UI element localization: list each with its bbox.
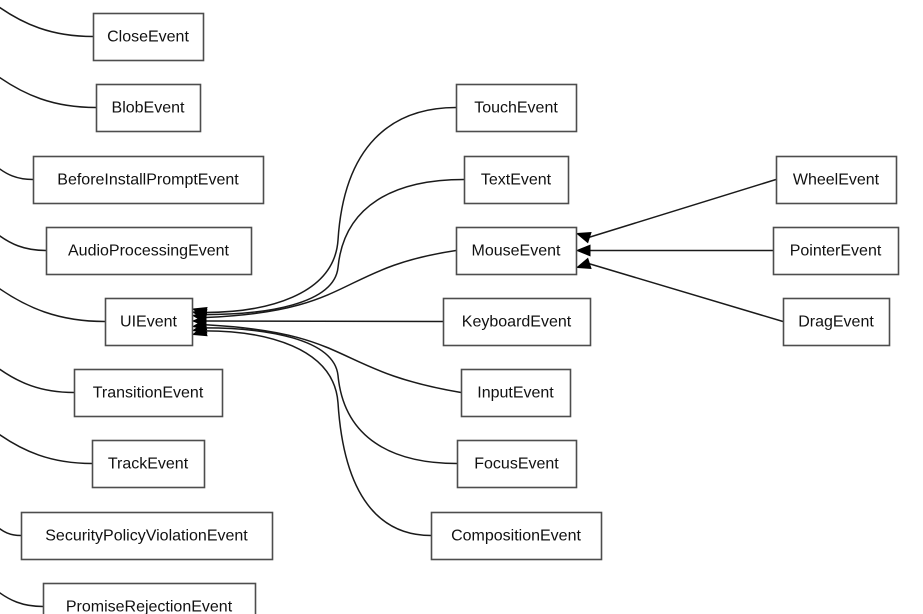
- edge-compositionevent-to-uievent: [204, 330, 432, 537]
- node-label: BeforeInstallPromptEvent: [57, 172, 239, 189]
- node-label: TrackEvent: [108, 456, 189, 473]
- node-box[interactable]: [455, 83, 578, 133]
- node-box[interactable]: [91, 439, 206, 489]
- node-label: AudioProcessingEvent: [68, 243, 230, 260]
- edge-audioprocessingevent-to-event: [0, 235, 47, 252]
- node-label: KeyboardEvent: [462, 314, 572, 331]
- node-label: InputEvent: [477, 385, 554, 402]
- arrowhead-dragevent-to-mouseevent: [575, 257, 592, 269]
- node-mouseevent[interactable]: MouseEvent: [455, 226, 578, 276]
- node-label: SecurityPolicyViolationEvent: [45, 528, 248, 545]
- node-textevent[interactable]: TextEvent: [463, 155, 570, 205]
- node-box[interactable]: [463, 155, 570, 205]
- edge-dragevent-to-mouseevent: [588, 262, 784, 323]
- node-label: CloseEvent: [107, 29, 189, 46]
- node-box[interactable]: [442, 297, 592, 347]
- edge-trackevent-to-event: [0, 434, 93, 465]
- node-box[interactable]: [430, 511, 603, 561]
- node-inputevent[interactable]: InputEvent: [460, 368, 572, 418]
- node-box[interactable]: [455, 226, 578, 276]
- node-box[interactable]: [460, 368, 572, 418]
- node-box[interactable]: [42, 582, 257, 614]
- node-pointerevent[interactable]: PointerEvent: [772, 226, 900, 276]
- edge-keyboardevent-to-uievent: [205, 320, 444, 323]
- node-label: PromiseRejectionEvent: [66, 599, 233, 614]
- node-label: DragEvent: [798, 314, 874, 331]
- edge-securitypolicyviolationevent-to-event: [0, 528, 22, 537]
- node-label: TransitionEvent: [93, 385, 204, 402]
- node-box[interactable]: [45, 226, 253, 276]
- node-label: BlobEvent: [112, 100, 185, 117]
- node-transitionevent[interactable]: TransitionEvent: [73, 368, 224, 418]
- node-box[interactable]: [772, 226, 900, 276]
- node-box[interactable]: [73, 368, 224, 418]
- node-box[interactable]: [20, 511, 274, 561]
- node-box[interactable]: [32, 155, 265, 205]
- node-box[interactable]: [92, 12, 205, 62]
- node-label: MouseEvent: [472, 243, 561, 260]
- node-wheelevent[interactable]: WheelEvent: [775, 155, 898, 205]
- node-label: TouchEvent: [474, 100, 558, 117]
- node-box[interactable]: [104, 297, 194, 347]
- edge-promiserejectionevent-to-event: [0, 592, 44, 608]
- edge-inputevent-to-uievent: [205, 324, 462, 394]
- edge-blobevent-to-event: [0, 76, 97, 109]
- node-dragevent[interactable]: DragEvent: [782, 297, 891, 347]
- edge-uievent-to-event: [0, 288, 106, 323]
- edge-transitionevent-to-event: [0, 368, 75, 394]
- node-label: UIEvent: [120, 314, 177, 331]
- node-compositionevent[interactable]: CompositionEvent: [430, 511, 603, 561]
- edge-beforeinstallpromptevent-to-event: [0, 168, 34, 181]
- edge-wheelevent-to-mouseevent: [588, 178, 777, 239]
- node-focusevent[interactable]: FocusEvent: [456, 439, 578, 489]
- edge-layer: [0, 6, 784, 608]
- node-promiserejectionevent[interactable]: PromiseRejectionEvent: [42, 582, 257, 614]
- edge-textevent-to-uievent: [205, 178, 465, 316]
- edge-touchevent-to-uievent: [205, 106, 457, 314]
- node-box[interactable]: [782, 297, 891, 347]
- node-securitypolicyviolationevent[interactable]: SecurityPolicyViolationEvent: [20, 511, 274, 561]
- node-trackevent[interactable]: TrackEvent: [91, 439, 206, 489]
- edge-focusevent-to-uievent: [205, 327, 458, 465]
- node-blobevent[interactable]: BlobEvent: [95, 83, 202, 133]
- arrowhead-wheelevent-to-mouseevent: [575, 232, 592, 244]
- node-box[interactable]: [456, 439, 578, 489]
- node-box[interactable]: [95, 83, 202, 133]
- node-label: PointerEvent: [790, 243, 882, 260]
- node-layer: CloseEventBlobEventBeforeInstallPromptEv…: [20, 12, 900, 614]
- edge-closeevent-to-event: [0, 6, 94, 38]
- node-beforeinstallpromptevent[interactable]: BeforeInstallPromptEvent: [32, 155, 265, 205]
- node-label: FocusEvent: [474, 456, 559, 473]
- node-label: TextEvent: [481, 172, 552, 189]
- node-keyboardevent[interactable]: KeyboardEvent: [442, 297, 592, 347]
- node-audioprocessingevent[interactable]: AudioProcessingEvent: [45, 226, 253, 276]
- arrowhead-compositionevent-to-uievent: [191, 324, 208, 337]
- edge-mouseevent-to-uievent: [205, 249, 457, 319]
- node-label: CompositionEvent: [451, 528, 581, 545]
- arrowhead-pointerevent-to-mouseevent: [575, 244, 591, 257]
- node-closeevent[interactable]: CloseEvent: [92, 12, 205, 62]
- node-uievent[interactable]: UIEvent: [104, 297, 194, 347]
- node-touchevent[interactable]: TouchEvent: [455, 83, 578, 133]
- node-label: WheelEvent: [793, 172, 880, 189]
- node-box[interactable]: [775, 155, 898, 205]
